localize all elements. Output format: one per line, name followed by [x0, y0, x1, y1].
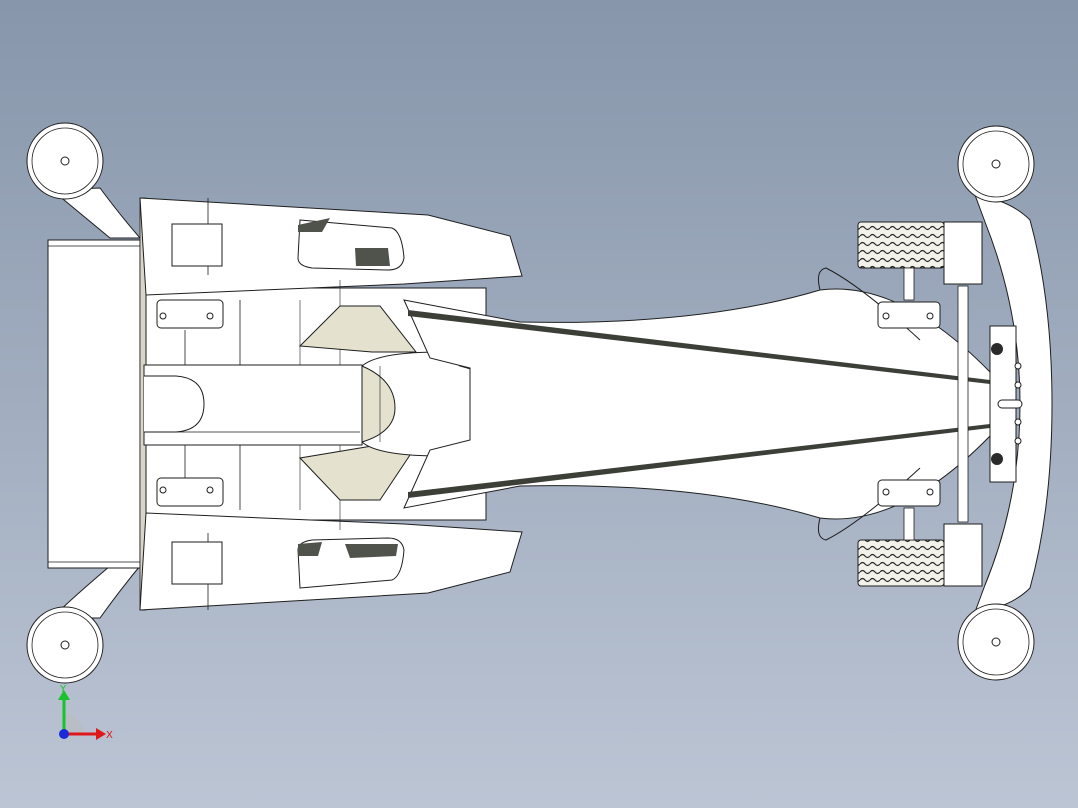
x-axis-label: X [106, 730, 113, 741]
x-axis-head [96, 728, 106, 740]
rear-bumper [47, 239, 141, 569]
front-stay [974, 194, 1053, 613]
origin-dot [59, 729, 69, 739]
motor-assembly [143, 305, 516, 501]
y-axis-head [58, 690, 70, 700]
coordinate-triad: Y X [58, 684, 113, 741]
rear-stay [50, 187, 142, 619]
y-axis-label: Y [59, 684, 67, 695]
front-tires [857, 221, 945, 587]
front-chassis [403, 267, 991, 541]
rollers [26, 122, 1035, 684]
